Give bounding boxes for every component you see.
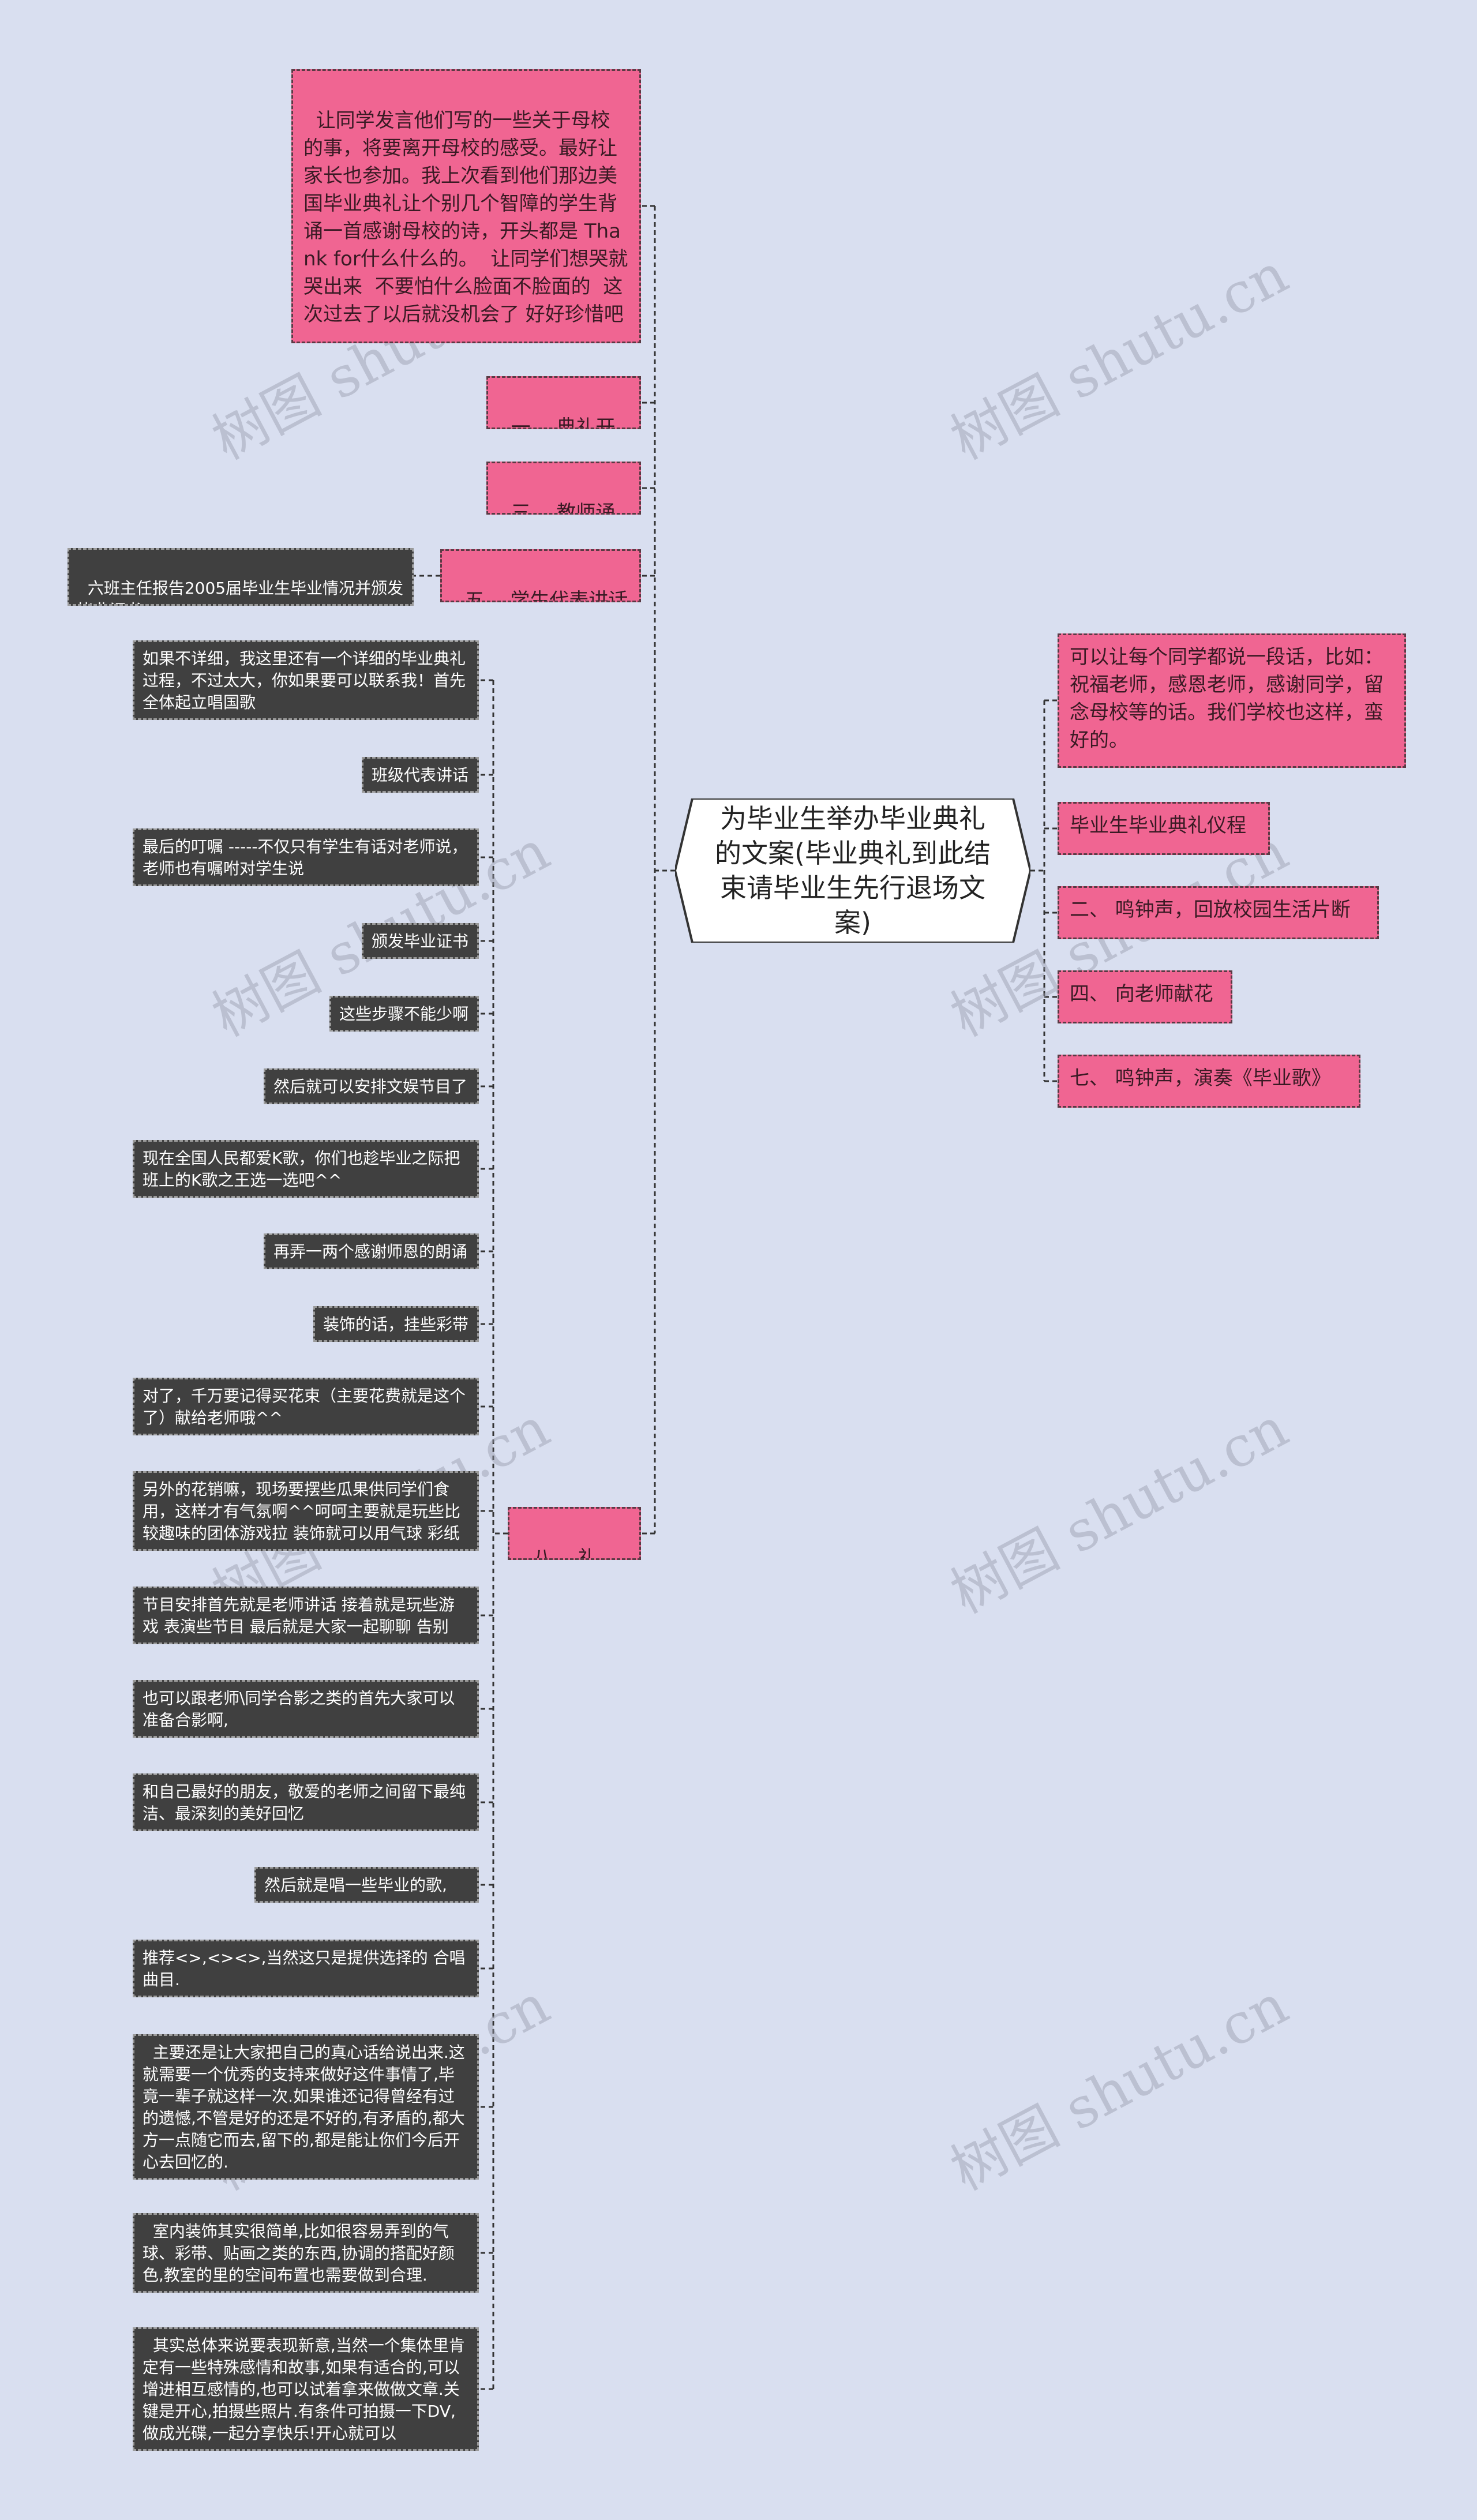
step-1-label: 一、 典礼开始 (511, 416, 616, 429)
step-2-node[interactable]: 二、 鸣钟声，回放校园生活片断 (1058, 886, 1379, 939)
ceremony-program-node[interactable]: 毕业生毕业典礼仪程 (1058, 802, 1270, 855)
ceremony-detail-15[interactable]: 然后就是唱一些毕业的歌, (254, 1867, 479, 1903)
ceremony-detail-11-label: 另外的花销嘛，现场要摆些瓜果供同学们食用，这样才有气氛啊^^呵呵主要就是玩些比较… (143, 1480, 460, 1543)
speech-node-label: 让同学发言他们写的一些关于母校的事，将要离开母校的感受。最好让家长也参加。我上次… (303, 109, 628, 326)
step-7-label: 七、 鸣钟声，演奏《毕业歌》 (1070, 1067, 1331, 1090)
ceremony-detail-5-label: 这些步骤不能少啊 (339, 1004, 469, 1023)
ceremony-detail-13[interactable]: 也可以跟老师\同学合影之类的首先大家可以准备合影啊, (133, 1680, 479, 1738)
step-4-node[interactable]: 四、 向老师献花 (1058, 970, 1232, 1023)
step-8-label: 八、 礼成。 (532, 1547, 598, 1560)
ceremony-detail-4-label: 颁发毕业证书 (372, 932, 469, 951)
ceremony-detail-18[interactable]: 室内装饰其实很简单,比如很容易弄到的气球、彩带、贴画之类的东西,协调的搭配好颜色… (133, 2213, 479, 2293)
step-5-child[interactable]: 六班主任报告2005届毕业生毕业情况并颁发毕业证书 (68, 548, 414, 606)
speech-node[interactable]: 让同学发言他们写的一些关于母校的事，将要离开母校的感受。最好让家长也参加。我上次… (291, 69, 641, 343)
ceremony-detail-16[interactable]: 推荐<>,<><>,当然这只是提供选择的 合唱曲目. (133, 1940, 479, 1997)
center-topic-label: 为毕业生举办毕业典礼的文案(毕业典礼到此结束请毕业生先行退场文案) (715, 804, 991, 937)
right-note-label: 可以让每个同学都说一段话，比如：祝福老师，感恩老师，感谢同学，留念母校等的话。我… (1070, 646, 1384, 752)
ceremony-detail-6-label: 然后就可以安排文娱节目了 (273, 1077, 468, 1096)
ceremony-detail-6[interactable]: 然后就可以安排文娱节目了 (264, 1068, 479, 1104)
step-4-label: 四、 向老师献花 (1070, 982, 1213, 1006)
ceremony-detail-14-label: 和自己最好的朋友，敬爱的老师之间留下最纯洁、最深刻的美好回忆 (143, 1782, 466, 1823)
ceremony-detail-8-label: 再弄一两个感谢师恩的朗诵 (273, 1242, 468, 1261)
step-8-node[interactable]: 八、 礼成。 (508, 1507, 641, 1560)
ceremony-detail-8[interactable]: 再弄一两个感谢师恩的朗诵 (264, 1233, 479, 1269)
ceremony-detail-3-label: 最后的叮嘱 -----不仅只有学生有话对老师说，老师也有嘱咐对学生说 (143, 837, 468, 878)
ceremony-detail-19[interactable]: 其实总体来说要表现新意,当然一个集体里肯定有一些特殊感情和故事,如果有适合的,可… (133, 2327, 479, 2451)
step-1-node[interactable]: 一、 典礼开始 (486, 376, 641, 429)
ceremony-program-label: 毕业生毕业典礼仪程 (1070, 814, 1246, 837)
center-topic[interactable]: 为毕业生举办毕业典礼的文案(毕业典礼到此结束请毕业生先行退场文案) (695, 804, 1010, 937)
step-5-node[interactable]: 五、 学生代表讲话 (440, 549, 641, 602)
ceremony-detail-9[interactable]: 装饰的话，挂些彩带 (313, 1306, 479, 1342)
right-note-node[interactable]: 可以让每个同学都说一段话，比如：祝福老师，感恩老师，感谢同学，留念母校等的话。我… (1058, 633, 1406, 768)
ceremony-detail-14[interactable]: 和自己最好的朋友，敬爱的老师之间留下最纯洁、最深刻的美好回忆 (133, 1773, 479, 1831)
step-7-node[interactable]: 七、 鸣钟声，演奏《毕业歌》 (1058, 1055, 1360, 1108)
ceremony-detail-4[interactable]: 颁发毕业证书 (362, 923, 479, 959)
ceremony-detail-18-label: 室内装饰其实很简单,比如很容易弄到的气球、彩带、贴画之类的东西,协调的搭配好颜色… (143, 2222, 455, 2285)
ceremony-detail-1-label: 如果不详细，我这里还有一个详细的毕业典礼过程，不过太大，你如果要可以联系我！首先… (143, 649, 466, 712)
ceremony-detail-2-label: 班级代表讲话 (372, 766, 469, 785)
step-3-label: 三、 教师诵词 (511, 501, 616, 515)
ceremony-detail-10-label: 对了，千万要记得买花束（主要花费就是这个了）献给老师哦^^ (143, 1386, 466, 1427)
step-5-label: 五、 学生代表讲话 (464, 589, 628, 602)
step-2-label: 二、 鸣钟声，回放校园生活片断 (1070, 898, 1351, 921)
ceremony-detail-5[interactable]: 这些步骤不能少啊 (329, 996, 479, 1032)
ceremony-detail-15-label: 然后就是唱一些毕业的歌, (264, 1876, 447, 1895)
ceremony-detail-7[interactable]: 现在全国人民都爱K歌，你们也趁毕业之际把班上的K歌之王选一选吧^^ (133, 1140, 479, 1198)
ceremony-detail-17[interactable]: 主要还是让大家把自己的真心话给说出来.这就需要一个优秀的支持来做好这件事情了,毕… (133, 2034, 479, 2180)
ceremony-detail-12[interactable]: 节目安排首先就是老师讲话 接着就是玩些游戏 表演些节目 最后就是大家一起聊聊 告… (133, 1587, 479, 1644)
ceremony-detail-7-label: 现在全国人民都爱K歌，你们也趁毕业之际把班上的K歌之王选一选吧^^ (143, 1149, 460, 1190)
ceremony-detail-19-label: 其实总体来说要表现新意,当然一个集体里肯定有一些特殊感情和故事,如果有适合的,可… (143, 2336, 465, 2443)
ceremony-detail-16-label: 推荐<>,<><>,当然这只是提供选择的 合唱曲目. (143, 1948, 466, 1989)
ceremony-detail-13-label: 也可以跟老师\同学合影之类的首先大家可以准备合影啊, (143, 1689, 455, 1730)
ceremony-detail-3[interactable]: 最后的叮嘱 -----不仅只有学生有话对老师说，老师也有嘱咐对学生说 (133, 828, 479, 886)
ceremony-detail-12-label: 节目安排首先就是老师讲话 接着就是玩些游戏 表演些节目 最后就是大家一起聊聊 告… (143, 1595, 455, 1636)
step-3-node[interactable]: 三、 教师诵词 (486, 462, 641, 515)
ceremony-detail-11[interactable]: 另外的花销嘛，现场要摆些瓜果供同学们食用，这样才有气氛啊^^呵呵主要就是玩些比较… (133, 1471, 479, 1551)
ceremony-detail-1[interactable]: 如果不详细，我这里还有一个详细的毕业典礼过程，不过太大，你如果要可以联系我！首先… (133, 640, 479, 720)
step-5-child-label: 六班主任报告2005届毕业生毕业情况并颁发毕业证书 (77, 579, 404, 604)
ceremony-detail-9-label: 装饰的话，挂些彩带 (323, 1315, 469, 1334)
ceremony-detail-17-label: 主要还是让大家把自己的真心话给说出来.这就需要一个优秀的支持来做好这件事情了,毕… (143, 2043, 465, 2172)
ceremony-detail-10[interactable]: 对了，千万要记得买花束（主要花费就是这个了）献给老师哦^^ (133, 1378, 479, 1435)
ceremony-detail-2[interactable]: 班级代表讲话 (362, 757, 479, 793)
